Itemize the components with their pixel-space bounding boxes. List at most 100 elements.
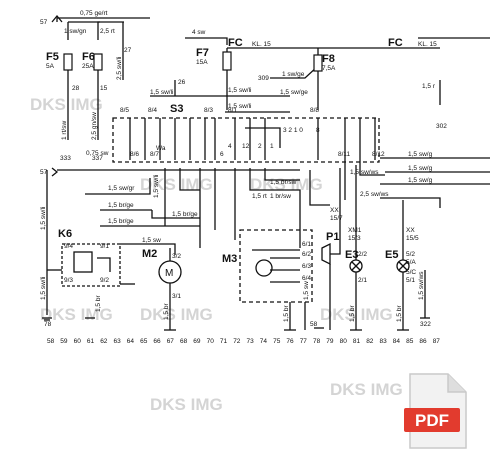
- column-number: 86: [419, 338, 427, 345]
- column-number: 87: [433, 338, 441, 345]
- pin-label: 15/5: [406, 235, 419, 242]
- column-number: 61: [87, 338, 95, 345]
- f6-label: F6: [82, 51, 95, 63]
- wire-label: 1,5 sw: [142, 237, 161, 244]
- column-number: 72: [233, 338, 241, 345]
- switch-text: 4: [228, 143, 232, 150]
- pin-label: 15/7: [330, 215, 343, 222]
- column-number: 77: [300, 338, 308, 345]
- wire-label: 4 sw: [192, 29, 206, 36]
- pdf-label: PDF: [415, 411, 449, 430]
- wire-label: 1,5 sw/li: [40, 207, 47, 230]
- column-number: 62: [100, 338, 108, 345]
- vertical-wire-labels: 1 rt/sw 2,5 gn/sw 2,5 sw/li 1,5 sw/li 1,…: [40, 57, 425, 322]
- pin-label: 9/2: [100, 277, 109, 284]
- watermark: DKS IMG: [30, 95, 103, 114]
- wire-label: 1,5 sw/gr: [108, 185, 135, 192]
- fuse-f8: [313, 54, 323, 72]
- watermark: DKS IMG: [150, 395, 223, 414]
- wire-label: 1,5 br/ge: [108, 218, 134, 225]
- watermark: DKS IMG: [140, 175, 213, 194]
- pin-label: 8/5: [120, 107, 129, 114]
- wire-label: 1,5 sw/li: [153, 175, 160, 198]
- wire-label: 1,5 r: [422, 83, 436, 90]
- ref-label: 78: [44, 321, 52, 328]
- wire-label: 1,5 br: [396, 305, 403, 322]
- column-number: 69: [193, 338, 201, 345]
- column-number: 70: [207, 338, 215, 345]
- wire-label: 1 br/sw: [270, 193, 291, 200]
- m2-motor-symbol: M: [165, 268, 173, 279]
- p1-label: P1: [326, 231, 339, 243]
- column-number: 63: [114, 338, 122, 345]
- pin-label: XX: [406, 227, 415, 234]
- column-number: 67: [167, 338, 175, 345]
- wire-label: 2,5 rt: [100, 28, 115, 35]
- pin-label: 8/1: [228, 107, 237, 114]
- column-number: 80: [340, 338, 348, 345]
- k6-label: K6: [58, 228, 72, 240]
- pin-label: 6/2: [302, 251, 311, 258]
- wire-label: 1,5 sw/ws: [418, 271, 425, 300]
- column-number: 58: [47, 338, 55, 345]
- f8-label: F8: [322, 53, 335, 65]
- wire-label: 1,5 br: [163, 303, 170, 320]
- fc-label-right: FC: [388, 37, 403, 49]
- e3-label: E3: [345, 249, 358, 261]
- wire-label: 1,5 br/ge: [108, 202, 134, 209]
- wire-label: 1,5 br: [283, 305, 290, 322]
- pdf-label-bar: [404, 408, 460, 432]
- pin-label: 9/1: [100, 243, 109, 250]
- column-number: 66: [153, 338, 161, 345]
- pin-label: 8/8: [310, 107, 319, 114]
- column-number: 76: [286, 338, 294, 345]
- pin-label: 8/11: [338, 151, 351, 158]
- wire-label: 1,5 rt: [252, 193, 267, 200]
- f8-rating: 7,5A: [322, 65, 336, 72]
- pin-label: 8/7: [150, 151, 159, 158]
- wire-label: 0,75 sw: [86, 150, 109, 157]
- column-number: 74: [260, 338, 268, 345]
- wire-label: 1,5 sw/li: [228, 103, 251, 110]
- column-number: 78: [313, 338, 321, 345]
- pdf-file-icon[interactable]: PDF: [404, 372, 470, 452]
- wire-label: 1,5 sw/li: [228, 87, 251, 94]
- column-number: 83: [380, 338, 388, 345]
- fuse-f7: [222, 51, 232, 71]
- ref-label: 309: [258, 75, 269, 82]
- pin-label: XM1: [348, 227, 362, 234]
- switch-text: 6: [220, 151, 224, 158]
- column-number: 85: [406, 338, 414, 345]
- ref-label: 28: [72, 85, 80, 92]
- column-number: 65: [140, 338, 148, 345]
- pin-label: 15/3: [348, 235, 361, 242]
- switch-text: 1: [270, 143, 274, 150]
- pin-label: 5/C: [406, 269, 416, 276]
- pdf-icon-graphic: PDF: [404, 373, 467, 449]
- wire-label: 1 sw/gn: [64, 28, 87, 35]
- wire-label: 1,5 sw/g: [408, 165, 433, 172]
- pin-label: 6/3: [302, 263, 311, 270]
- wire-label: 1 rt/sw: [61, 121, 68, 140]
- wire-labels: KL. 15 KL. 15 5A 25A 15A 7,5A 0,75 ge/rt…: [40, 10, 447, 328]
- pin-label: 3/1: [172, 293, 181, 300]
- wire-label: 2,5 sw/li: [116, 57, 123, 80]
- ref-label: 58: [310, 321, 318, 328]
- m3-label: M3: [222, 253, 237, 265]
- wire-label: 1 sw/ge: [282, 71, 305, 78]
- pin-label: 8/6: [130, 151, 139, 158]
- switch-text: 2: [258, 143, 262, 150]
- column-number: 73: [247, 338, 255, 345]
- pin-label: XX: [330, 207, 339, 214]
- wire-label: 1,5 br: [95, 295, 102, 312]
- fuse-f5: [63, 53, 73, 71]
- ref-label: 322: [420, 321, 431, 328]
- pin-label: 6/1: [302, 241, 311, 248]
- pin-label: 9/3: [64, 277, 73, 284]
- column-number: 68: [180, 338, 188, 345]
- pin-label: 2/1: [358, 277, 367, 284]
- pin-label: 8/3: [204, 107, 213, 114]
- pin-label: 8/12: [372, 151, 385, 158]
